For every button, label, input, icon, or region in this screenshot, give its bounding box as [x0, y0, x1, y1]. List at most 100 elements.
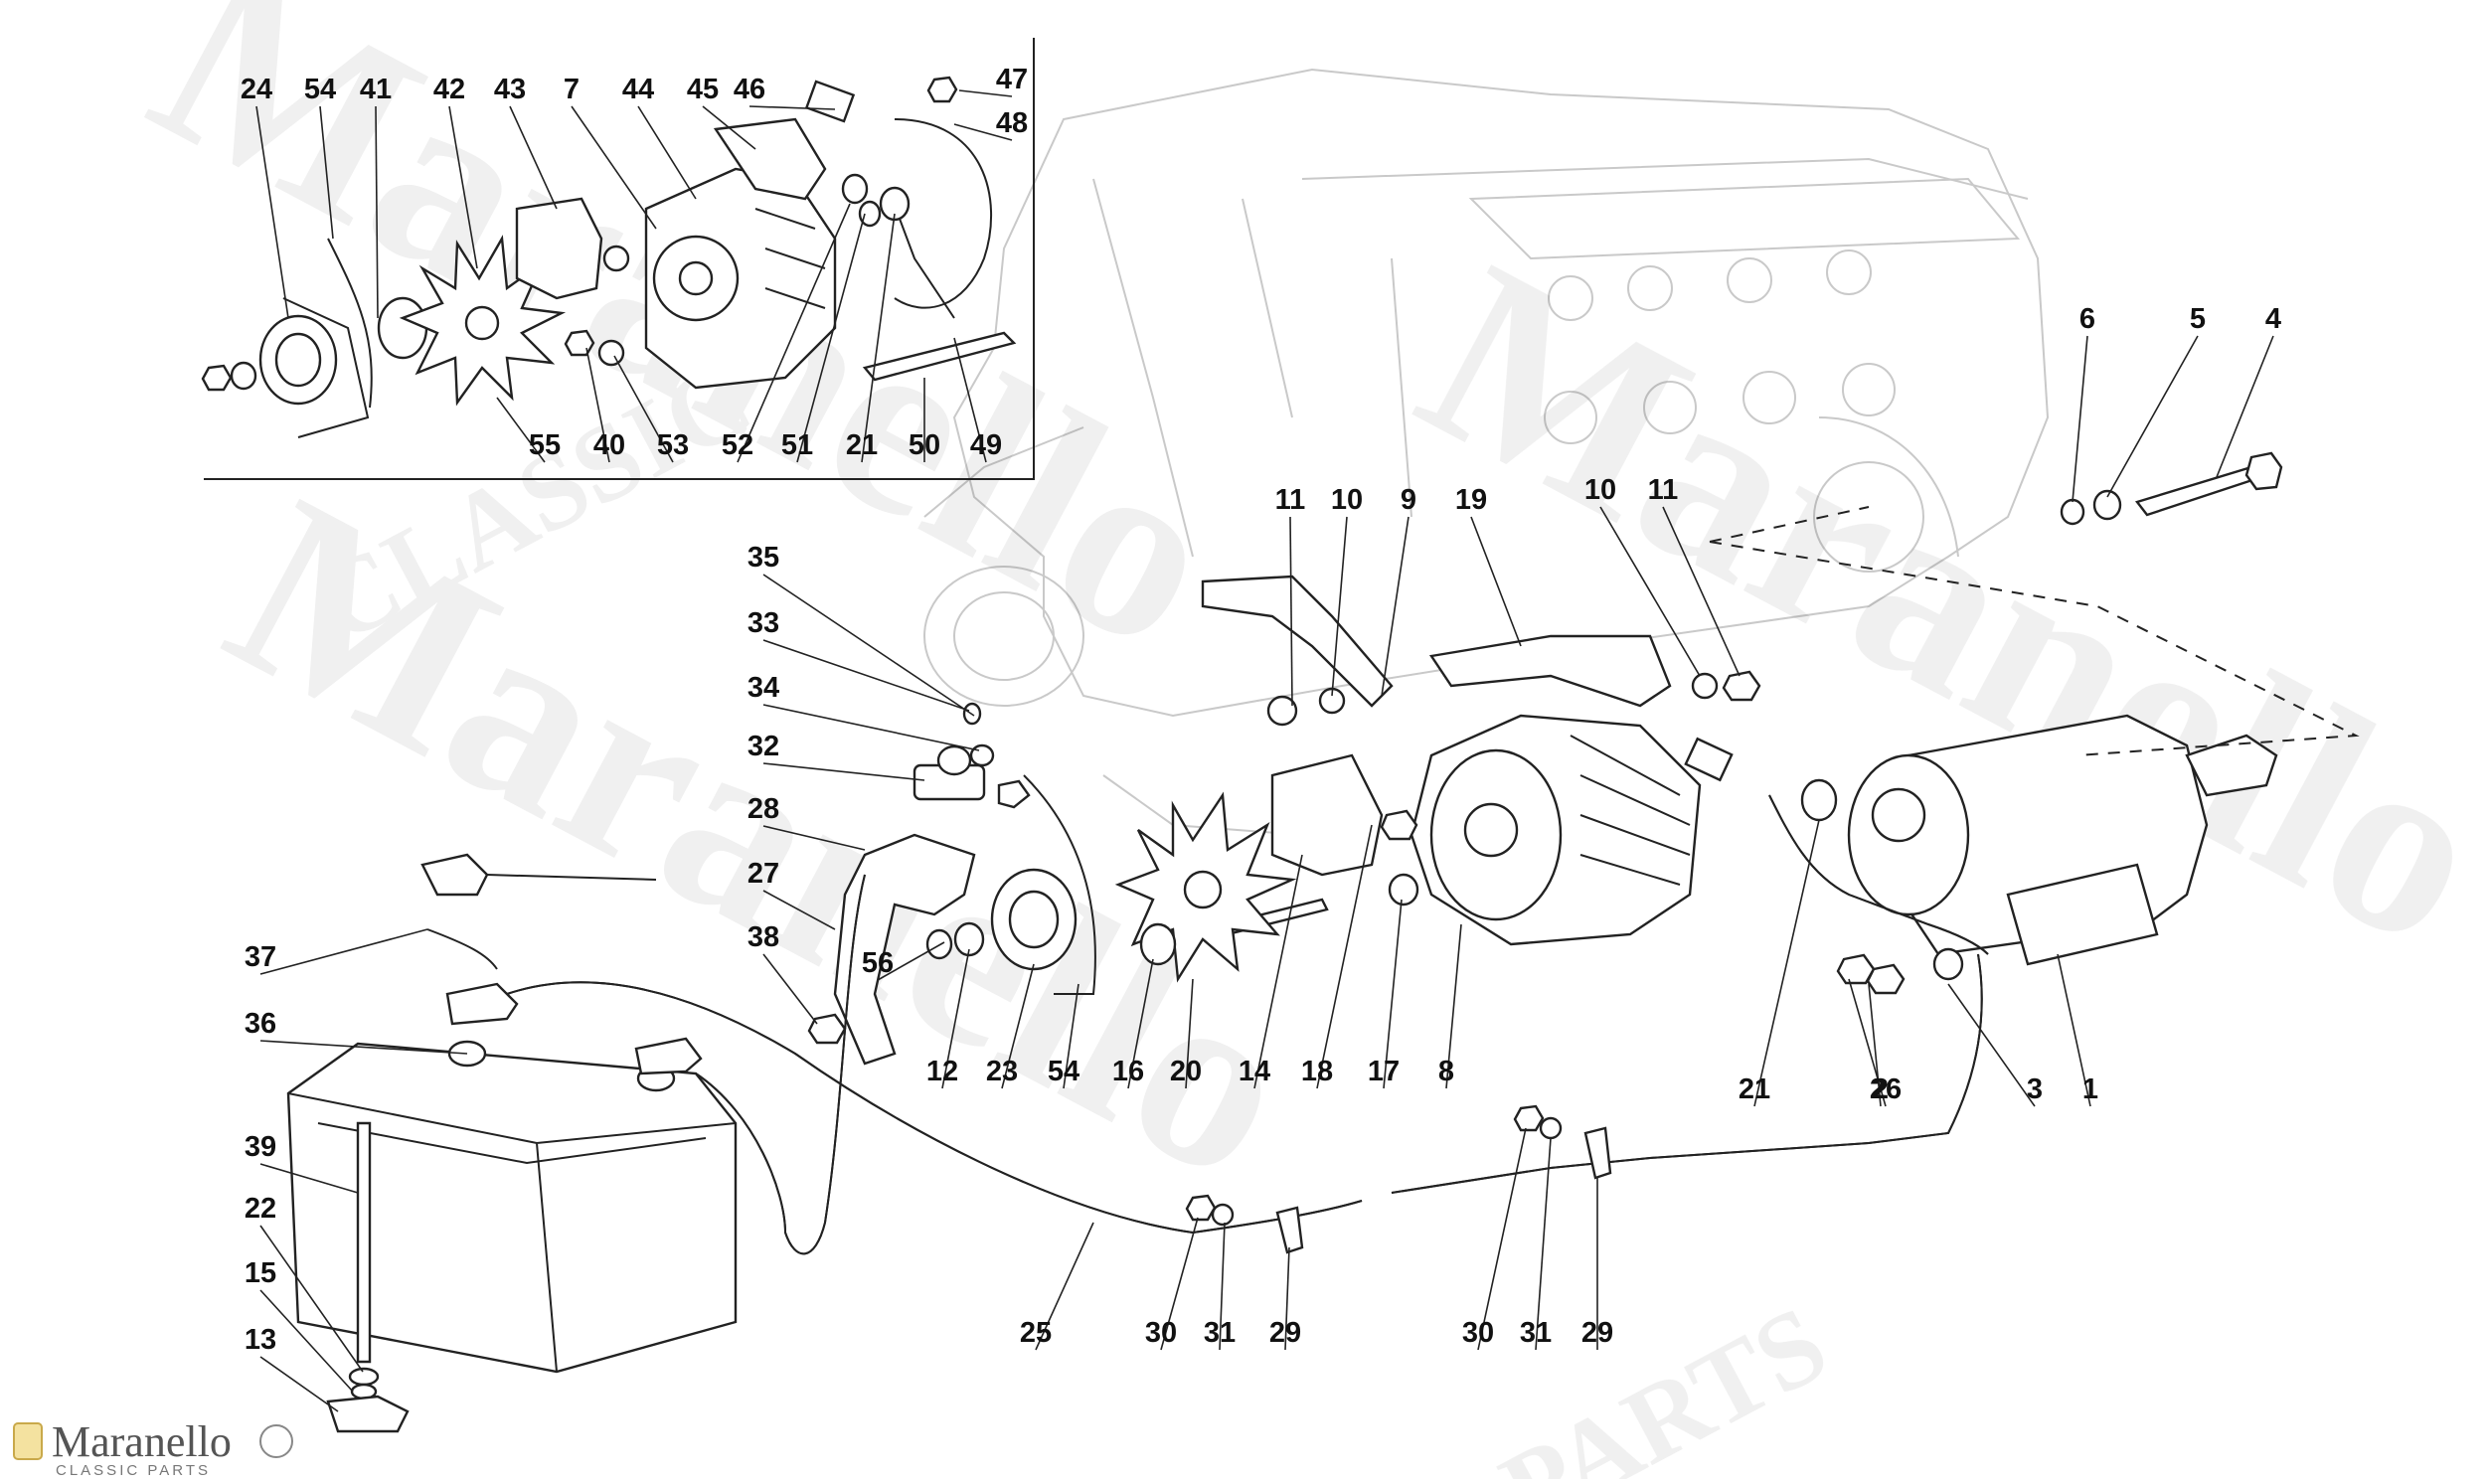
part-callout-28: 28 — [747, 793, 779, 825]
pulley-icon — [258, 297, 370, 438]
part-callout-41: 41 — [360, 74, 392, 105]
leader-line — [953, 337, 987, 463]
leader-line — [259, 1163, 359, 1194]
part-callout-44: 44 — [622, 74, 654, 105]
part-callout-23: 23 — [986, 1056, 1018, 1087]
leader-line — [702, 105, 756, 150]
leader-line — [1185, 978, 1194, 1089]
leader-line — [1383, 899, 1403, 1089]
spacer-icon — [1139, 922, 1177, 966]
part-callout-51: 51 — [781, 429, 813, 461]
leader-line — [1753, 819, 1820, 1107]
battery-icon — [286, 1040, 738, 1374]
belt-icon — [1023, 774, 1096, 995]
washer-icon — [953, 921, 985, 957]
washer-icon — [858, 200, 882, 228]
part-callout-29: 29 — [1269, 1317, 1301, 1349]
leader-line — [861, 213, 896, 463]
leader-line — [1868, 983, 1882, 1107]
leader-line — [796, 213, 866, 463]
part-callout-53: 53 — [657, 429, 689, 461]
bracket-icon — [515, 197, 603, 300]
part-callout-50: 50 — [909, 429, 940, 461]
leader-line — [1063, 983, 1079, 1089]
part-callout-32: 32 — [747, 731, 779, 762]
leader-line — [2216, 335, 2274, 478]
main-assembly — [286, 451, 2283, 1433]
washer-icon — [602, 245, 630, 272]
leader-line — [319, 105, 334, 240]
washer-icon — [1539, 1116, 1563, 1140]
leader-lines — [255, 89, 2274, 1412]
part-callout-12: 12 — [926, 1056, 958, 1087]
leader-line — [762, 704, 980, 751]
part-callout-6: 6 — [2079, 303, 2095, 335]
leader-line — [375, 105, 379, 319]
clamp-icon — [1583, 1126, 1612, 1180]
leader-line — [259, 1225, 364, 1373]
part-callout-1: 1 — [2082, 1073, 2098, 1105]
part-callout-17: 17 — [1368, 1056, 1400, 1087]
leader-line — [1035, 1222, 1094, 1351]
leader-line — [1316, 824, 1373, 1089]
leader-line — [762, 762, 925, 781]
part-callout-45: 45 — [687, 74, 719, 105]
sensor-icon — [913, 744, 986, 801]
starter-motor-icon — [1847, 714, 2278, 966]
bolt-icon — [356, 1121, 372, 1364]
terminal-cover-icon — [420, 853, 489, 897]
part-callout-48: 48 — [996, 107, 1028, 139]
nut-icon — [807, 1013, 847, 1045]
part-callout-34: 34 — [747, 672, 779, 704]
clamp-icon — [326, 1395, 410, 1433]
cable-icon — [899, 218, 955, 319]
part-callout-10: 10 — [1584, 474, 1616, 506]
branding: Maranello CLASSIC PARTS — [13, 1417, 293, 1479]
nut-icon — [1380, 809, 1418, 841]
part-callout-15: 15 — [245, 1257, 276, 1289]
washer-icon — [230, 361, 257, 391]
cable-icon — [506, 794, 1989, 1255]
nut-icon — [1866, 963, 1906, 995]
part-callout-56: 56 — [862, 947, 894, 979]
bracket-icon — [1428, 634, 1672, 708]
part-callout-8: 8 — [1438, 1056, 1454, 1087]
leader-line — [1001, 963, 1035, 1089]
part-callout-11: 11 — [1275, 484, 1306, 516]
leader-line — [1947, 983, 2036, 1107]
nut-icon — [1513, 1104, 1545, 1132]
part-callout-2: 2 — [1873, 1073, 1889, 1105]
clip-icon — [997, 779, 1031, 809]
part-callout-24: 24 — [241, 74, 272, 105]
leader-line — [259, 1356, 339, 1412]
nut-icon — [1836, 953, 1876, 985]
part-callout-33: 33 — [747, 607, 779, 639]
part-callout-20: 20 — [1170, 1056, 1202, 1087]
part-callout-47: 47 — [996, 64, 1028, 95]
leader-line — [762, 890, 836, 930]
part-callout-43: 43 — [494, 74, 526, 105]
leader-line — [448, 105, 478, 269]
part-callout-14: 14 — [1239, 1056, 1270, 1087]
washer-icon — [2060, 498, 2085, 526]
washer-icon — [1388, 873, 1419, 907]
terminal-clamp-icon — [634, 1037, 703, 1075]
engine-block-outline — [923, 68, 2050, 836]
part-callout-55: 55 — [529, 429, 561, 461]
leader-line — [762, 825, 866, 851]
leader-line — [1219, 1222, 1226, 1351]
leader-line — [1470, 516, 1522, 647]
part-callout-49: 49 — [970, 429, 1002, 461]
terminal-icon — [1932, 947, 1964, 981]
bolt-icon — [862, 331, 1017, 382]
ferrari-shield-icon — [13, 1422, 43, 1460]
leader-line — [1253, 854, 1303, 1089]
leader-line — [2057, 953, 2091, 1107]
part-callout-30: 30 — [1145, 1317, 1177, 1349]
part-callout-11: 11 — [1648, 474, 1679, 506]
alternator-icon — [644, 167, 837, 390]
leader-line — [762, 639, 970, 712]
connector-icon — [804, 80, 856, 123]
washer-icon — [348, 1367, 380, 1387]
